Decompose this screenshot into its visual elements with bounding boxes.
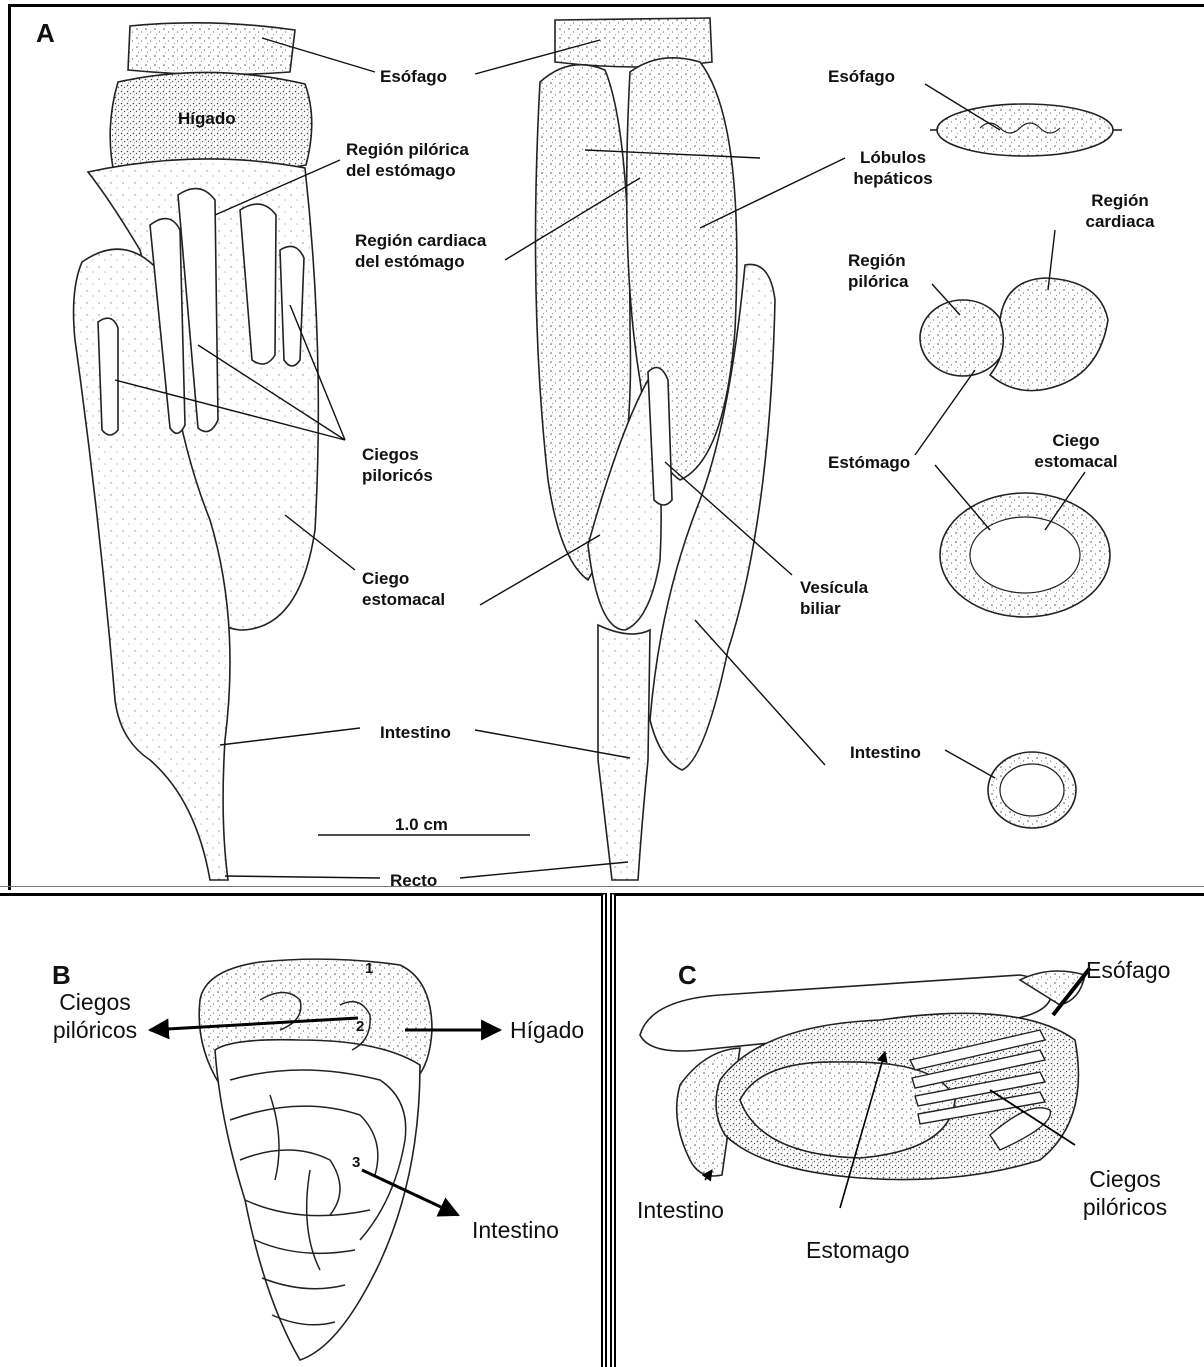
label-higado-b: Hígado — [510, 1016, 584, 1044]
panel-a-letter: A — [36, 18, 55, 49]
panel-c-letter: C — [678, 960, 697, 991]
label-esofago-right: Esófago — [828, 66, 895, 87]
label-region-pilorica-estomago: Región pilórica del estómago — [346, 139, 469, 181]
label-esofago-center: Esófago — [380, 66, 447, 87]
panel-b — [0, 893, 607, 1367]
label-num-1: 1 — [365, 958, 373, 979]
label-higado: Hígado — [178, 108, 236, 129]
label-estomago: Estómago — [828, 452, 910, 473]
label-ciego-estomacal-right: Ciego estomacal — [1030, 430, 1122, 472]
panel-b-letter: B — [52, 960, 71, 991]
label-esofago-c: Esófago — [1086, 956, 1170, 984]
label-vesicula-biliar: Vesícula biliar — [800, 577, 868, 619]
label-region-cardiaca-estomago: Región cardiaca del estómago — [355, 230, 486, 272]
label-intestino-c: Intestino — [637, 1196, 724, 1224]
label-recto: Recto — [390, 870, 437, 891]
middle-digestive-tract — [536, 18, 776, 880]
label-scale: 1.0 cm — [395, 814, 448, 835]
label-region-cardiaca: Región cardiaca — [1085, 190, 1155, 232]
label-intestino-right: Intestino — [850, 742, 921, 763]
label-lobulos-hepaticos: Lóbulos hepáticos — [848, 147, 938, 189]
label-region-pilorica: Región pilórica — [848, 250, 908, 292]
label-intestino-center: Intestino — [380, 722, 451, 743]
label-estomago-c: Estomago — [806, 1236, 910, 1264]
label-ciegos-piloricos-b: Ciegos pilóricos — [36, 988, 154, 1044]
label-num-2: 2 — [356, 1016, 364, 1037]
label-ciego-estomacal-center: Ciego estomacal — [362, 568, 445, 610]
label-intestino-b: Intestino — [472, 1216, 559, 1244]
left-digestive-tract — [74, 23, 319, 880]
label-ciegos-piloricos-c: Ciegos pilóricos — [1068, 1165, 1182, 1221]
label-ciegos-piloricos-a: Ciegos piloricós — [362, 444, 433, 486]
label-num-3: 3 — [352, 1152, 360, 1173]
